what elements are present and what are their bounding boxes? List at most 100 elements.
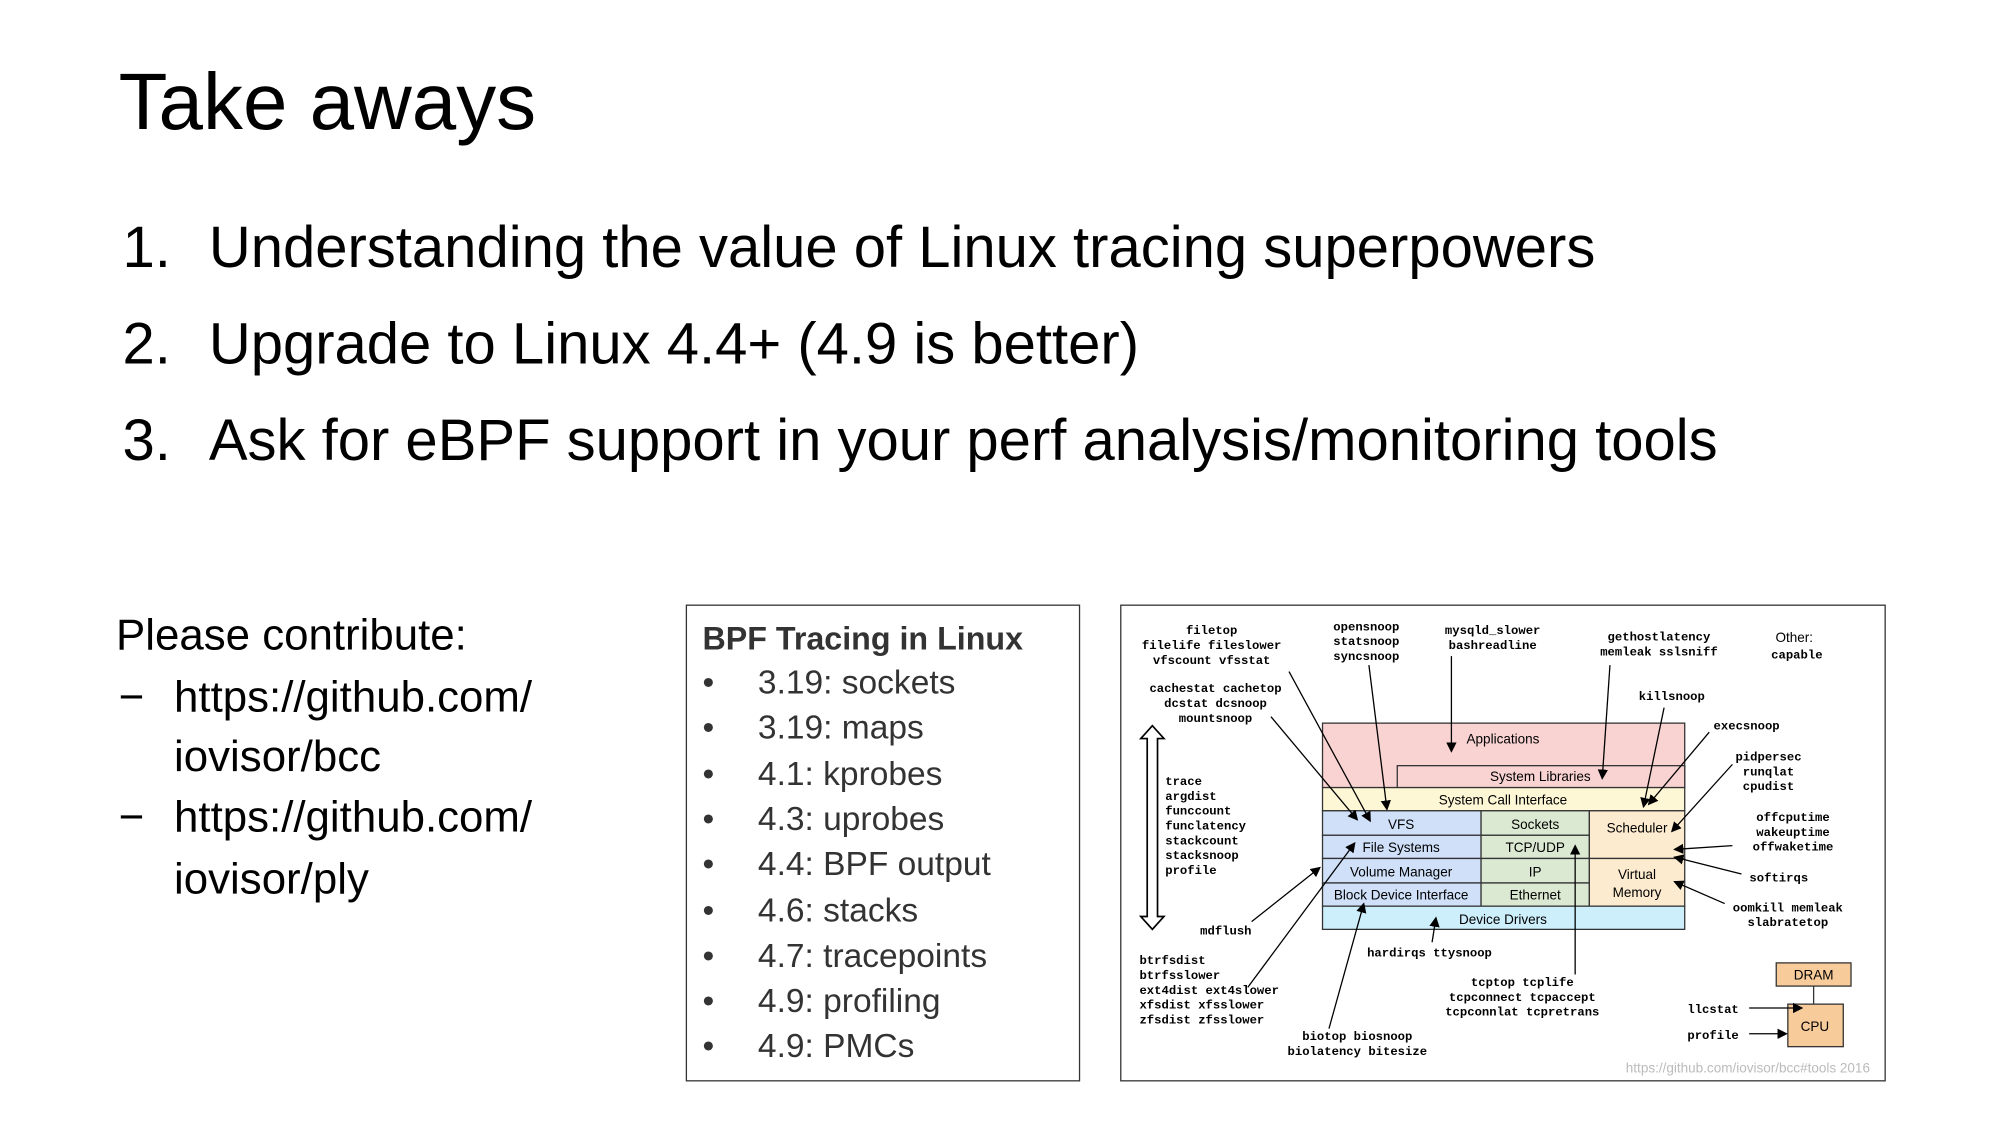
tool-label: zfsdist zfsslower — [1139, 1013, 1264, 1027]
tool-label: cpudist — [1743, 780, 1794, 794]
tool-label: memleak sslsniff — [1600, 645, 1717, 659]
tool-label: btrfsdist — [1139, 954, 1205, 968]
tool-label: argdist — [1165, 790, 1216, 804]
tool-label: slabratetop — [1747, 916, 1828, 930]
feature-label: 4.3: uprobes — [757, 799, 945, 838]
hardware-label: CPU — [1801, 1019, 1830, 1034]
layer-label: VFS — [1388, 817, 1414, 832]
tool-label: profile — [1687, 1029, 1738, 1043]
tool-label: runqlat — [1743, 765, 1794, 779]
layer-label: File Systems — [1362, 840, 1440, 855]
feature-label: 4.7: tracepoints — [757, 935, 988, 975]
layer-label: IP — [1529, 865, 1542, 880]
tool-label: killsnoop — [1639, 690, 1705, 704]
ply-link-line1[interactable]: https://github.com/ — [174, 792, 533, 842]
layer-label: Applications — [1467, 732, 1540, 747]
tool-label: statsnoop — [1333, 635, 1399, 649]
bullet-icon: • — [702, 708, 715, 747]
slide-title: Take aways — [118, 58, 537, 147]
feature-label: 4.6: stacks — [757, 890, 919, 929]
layer-label: TCP/UDP — [1506, 840, 1565, 855]
hardware-label: DRAM — [1794, 968, 1834, 983]
feature-label: 4.9: profiling — [757, 981, 941, 1020]
feature-label: 3.19: sockets — [757, 662, 956, 702]
layer-label: Block Device Interface — [1334, 888, 1468, 903]
tool-label: opensnoop — [1333, 620, 1399, 634]
layer-label: Device Drivers — [1459, 912, 1547, 927]
tool-label: filelife fileslower — [1142, 639, 1282, 653]
tool-label: Other: — [1776, 630, 1814, 645]
credit-text: https://github.com/iovisor/bcc#tools 201… — [1626, 1060, 1870, 1075]
tool-label: biolatency bitesize — [1288, 1045, 1428, 1059]
tool-label: cachestat cachetop — [1149, 682, 1281, 696]
bcc-link-line2[interactable]: iovisor/bcc — [174, 732, 382, 782]
bullet-icon: • — [702, 753, 715, 793]
layer-label: Ethernet — [1510, 888, 1561, 903]
dash: − — [118, 672, 145, 722]
tool-label: mountsnoop — [1179, 712, 1252, 726]
layer-label: Volume Manager — [1350, 865, 1453, 880]
item-text: Ask for eBPF support in your perf analys… — [208, 407, 1718, 474]
tool-label: syncsnoop — [1333, 650, 1399, 664]
tool-label: wakeuptime — [1756, 826, 1829, 840]
tool-label: tcpconnect tcpaccept — [1449, 991, 1596, 1005]
dash: − — [118, 792, 145, 842]
tool-label: filetop — [1186, 624, 1237, 638]
tool-label: mdflush — [1200, 925, 1251, 939]
tool-label: funccount — [1165, 805, 1231, 819]
item-text: Understanding the value of Linux tracing… — [208, 213, 1596, 280]
layer-label: Virtual — [1618, 867, 1656, 882]
layer-label: System Call Interface — [1439, 792, 1567, 807]
bpf-box-title: BPF Tracing in Linux — [702, 621, 1024, 658]
tool-label: funclatency — [1165, 819, 1246, 833]
bullet-icon: • — [702, 890, 715, 929]
bullet-icon: • — [702, 981, 715, 1020]
tool-label: softirqs — [1749, 872, 1808, 886]
tool-label: tcpconnlat tcpretrans — [1445, 1006, 1599, 1020]
tool-label: ext4dist ext4slower — [1139, 984, 1279, 998]
ply-link-line2[interactable]: iovisor/ply — [174, 854, 369, 904]
bullet-icon: • — [702, 799, 715, 838]
layer-label: Scheduler — [1607, 821, 1668, 836]
layer-label: Sockets — [1511, 817, 1559, 832]
contribute-heading: Please contribute: — [116, 610, 467, 660]
bullet-icon: • — [702, 844, 715, 884]
tool-label: pidpersec — [1735, 751, 1801, 765]
item-number: 3. — [122, 407, 171, 474]
bpf-tracing-box: BPF Tracing in Linux • 3.19: sockets • 3.19… — [685, 604, 1081, 1082]
tool-label: trace — [1165, 775, 1202, 789]
tool-label: dcstat dcsnoop — [1164, 697, 1267, 711]
tool-label: vfscount vfsstat — [1153, 654, 1270, 668]
tool-label: capable — [1771, 649, 1822, 663]
tool-label: llcstat — [1687, 1003, 1738, 1017]
tool-label: btrfsslower — [1139, 969, 1220, 983]
feature-label: 4.9: PMCs — [757, 1026, 915, 1066]
bullet-icon: • — [702, 662, 715, 702]
tool-label: mysqld_slower — [1445, 624, 1540, 638]
feature-label: 4.1: kprobes — [757, 753, 943, 793]
tool-label: stacksnoop — [1165, 849, 1238, 863]
layer-label: Memory — [1613, 885, 1662, 900]
feature-label: 3.19: maps — [757, 708, 924, 747]
tool-label: tcptop tcplife — [1471, 976, 1574, 990]
layer-label: System Libraries — [1490, 769, 1591, 784]
tool-label: offwaketime — [1753, 841, 1834, 855]
item-number: 1. — [122, 213, 171, 280]
tool-label: biotop biosnoop — [1302, 1030, 1412, 1044]
item-text: Upgrade to Linux 4.4+ (4.9 is better) — [208, 310, 1140, 377]
tool-label: oomkill memleak — [1733, 901, 1843, 915]
tool-label: hardirqs ttysnoop — [1367, 946, 1492, 960]
feature-label: 4.4: BPF output — [757, 844, 991, 884]
tool-label: xfsdist xfsslower — [1139, 999, 1264, 1013]
double-arrow-icon — [1138, 724, 1166, 931]
tool-label: gethostlatency — [1608, 631, 1711, 645]
tool-label: execsnoop — [1714, 720, 1780, 734]
tool-label: stackcount — [1165, 834, 1238, 848]
tool-label: offcputime — [1756, 811, 1829, 825]
bcc-link-line1[interactable]: https://github.com/ — [174, 672, 533, 722]
bullet-icon: • — [702, 1026, 715, 1066]
bullet-icon: • — [702, 935, 715, 975]
